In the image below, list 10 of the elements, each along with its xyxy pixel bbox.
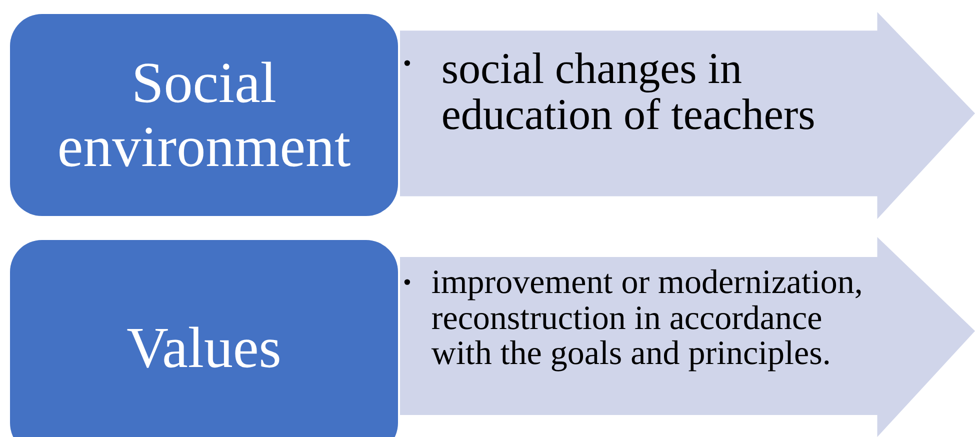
- bullet-mark: •: [403, 269, 412, 298]
- pointed-banner: [400, 12, 975, 219]
- bullet-mark: •: [403, 50, 412, 79]
- bullet-text: improvement or modernization, reconstruction in accordance with the goals and principles.: [431, 265, 864, 372]
- bullet-text: social changes in education of teachers: [441, 46, 816, 138]
- rounded-box: [10, 14, 398, 216]
- pointed-banner: [400, 237, 975, 437]
- box-title: Values: [126, 316, 282, 380]
- box-title: Social environment: [56, 51, 352, 179]
- rounded-box: [10, 240, 398, 437]
